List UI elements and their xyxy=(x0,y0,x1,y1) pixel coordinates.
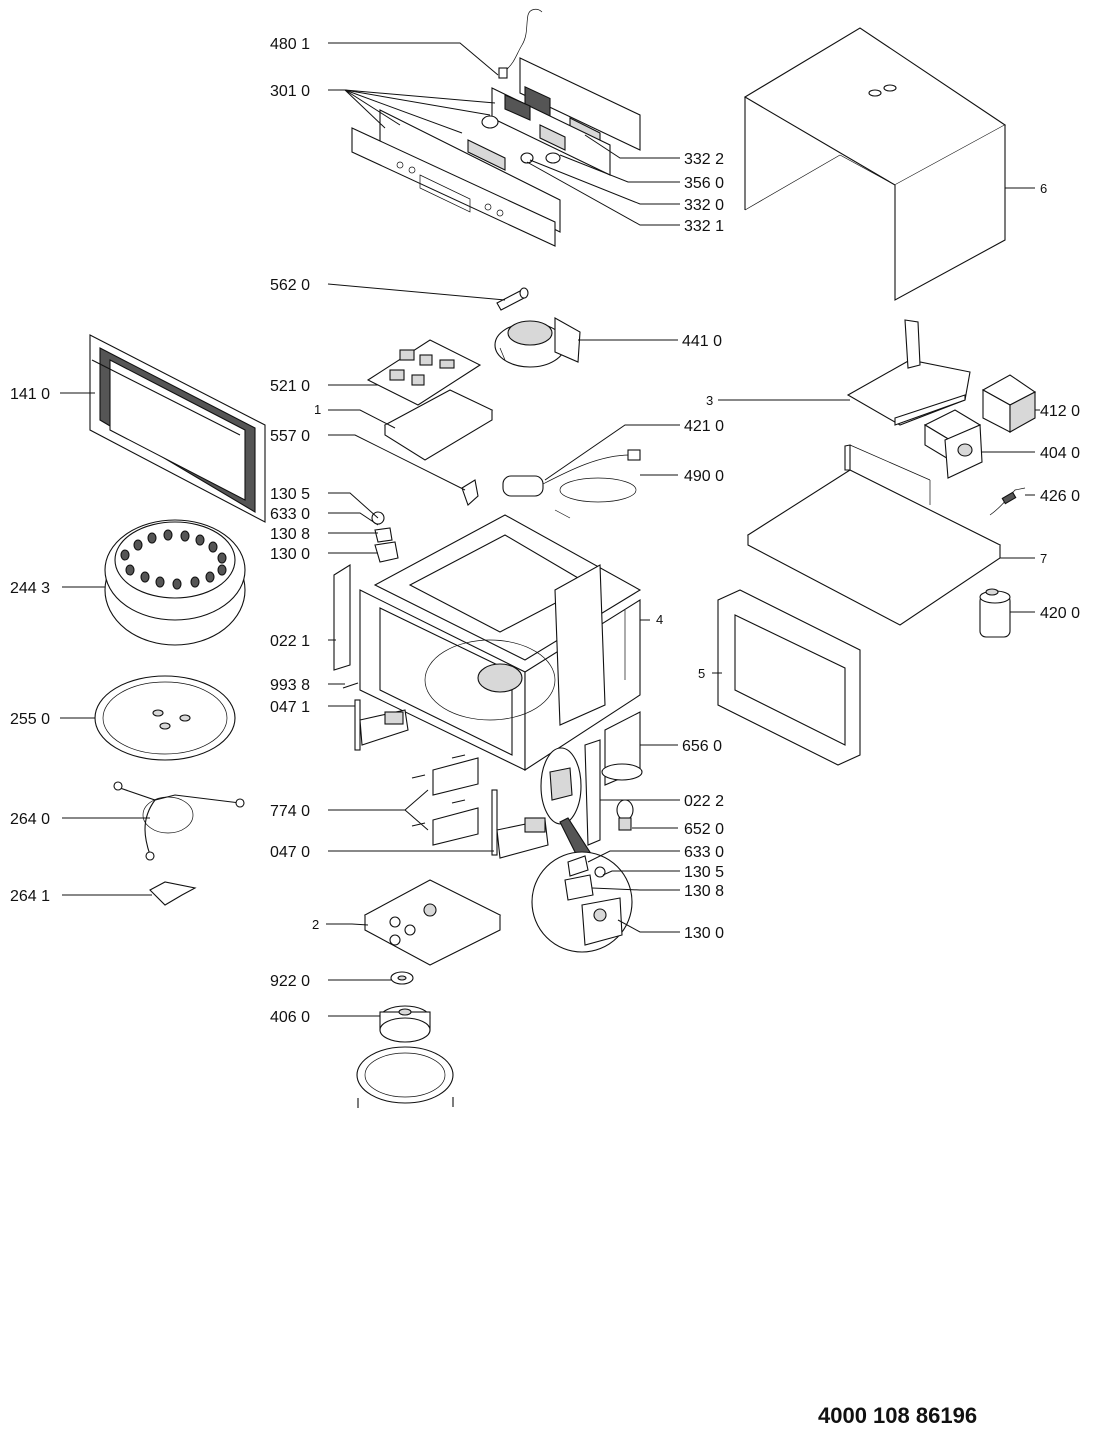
outer-cabinet-part xyxy=(743,27,1007,301)
control-panel-assembly-part xyxy=(351,57,641,247)
callout-426-0: 426 0 xyxy=(1040,488,1080,505)
callout-490-0: 490 0 xyxy=(684,468,724,485)
fuse-part xyxy=(496,287,529,311)
callout-332-1: 332 1 xyxy=(684,218,724,235)
callout-130-8-upper: 130 8 xyxy=(270,526,310,543)
callout-130-5-lower: 130 5 xyxy=(684,864,724,881)
lamp-part xyxy=(616,799,634,831)
callout-255-0: 255 0 xyxy=(10,711,50,728)
callout-412-0: 412 0 xyxy=(1040,403,1080,420)
right-trim-part xyxy=(584,739,601,846)
callout-264-0: 264 0 xyxy=(10,811,50,828)
callout-922-0: 922 0 xyxy=(270,973,310,990)
callout-301-0: 301 0 xyxy=(270,83,310,100)
power-cord-part xyxy=(502,449,641,519)
bottom-plate-part xyxy=(363,879,502,966)
callout-562-0: 562 0 xyxy=(270,277,310,294)
callout-264-1: 264 1 xyxy=(10,888,50,905)
transformer-part xyxy=(981,374,1037,433)
door-switch-group-upper xyxy=(371,511,399,563)
detail-circle-upper xyxy=(540,747,596,863)
door-seal-frame-part xyxy=(717,589,861,766)
hinge-cover-part xyxy=(411,754,479,846)
circuit-board-part xyxy=(366,339,482,406)
callout-3: 3 xyxy=(706,393,713,408)
callout-557-0: 557 0 xyxy=(270,428,310,445)
document-number: 4000 108 86196 xyxy=(818,1403,978,1428)
callout-130-0-lower: 130 0 xyxy=(684,925,724,942)
left-trim-part xyxy=(333,564,351,671)
glass-turntable-part xyxy=(94,675,236,761)
callout-5: 5 xyxy=(698,666,705,681)
callout-356-0: 356 0 xyxy=(684,175,724,192)
callout-4: 4 xyxy=(656,612,663,627)
callout-420-0: 420 0 xyxy=(1040,605,1080,622)
callout-480-1: 480 1 xyxy=(270,36,310,53)
magnetron-part xyxy=(923,409,983,479)
callout-633-0-lower: 633 0 xyxy=(684,844,724,861)
callout-labels: 480 1 301 0 332 2 356 0 332 0 332 1 562 … xyxy=(10,36,1080,1026)
board-holder-part xyxy=(383,389,494,461)
callout-1: 1 xyxy=(314,402,321,417)
mounting-ring-part xyxy=(356,1046,454,1108)
callout-022-2: 022 2 xyxy=(684,793,724,810)
crisp-plate-part xyxy=(104,519,246,646)
hinge-upper-part xyxy=(354,699,409,751)
callout-141-0: 141 0 xyxy=(10,386,50,403)
callout-656-0: 656 0 xyxy=(682,738,722,755)
capacitor-part xyxy=(979,588,1011,638)
coupler-part xyxy=(149,881,197,906)
air-duct-part xyxy=(846,319,971,426)
oven-cavity-part xyxy=(359,514,642,772)
base-plate-part xyxy=(746,444,1002,626)
callout-774-0: 774 0 xyxy=(270,803,310,820)
screw-part xyxy=(342,682,359,689)
fan-motor-part xyxy=(494,317,581,368)
callout-441-0: 441 0 xyxy=(682,333,722,350)
callout-652-0: 652 0 xyxy=(684,821,724,838)
callout-047-1: 047 1 xyxy=(270,699,310,716)
oven-door-part xyxy=(89,334,266,523)
turntable-motor-part xyxy=(379,1005,431,1043)
callout-6: 6 xyxy=(1040,181,1047,196)
leader-lines xyxy=(60,42,1040,1017)
callout-130-0-upper: 130 0 xyxy=(270,546,310,563)
washer-part xyxy=(390,971,414,985)
clip-part xyxy=(461,479,479,506)
wire-harness-part xyxy=(498,8,543,79)
callout-521-0: 521 0 xyxy=(270,378,310,395)
hinge-lower-part xyxy=(491,789,549,859)
callout-7: 7 xyxy=(1040,551,1047,566)
callout-332-2: 332 2 xyxy=(684,151,724,168)
callout-406-0: 406 0 xyxy=(270,1009,310,1026)
callout-404-0: 404 0 xyxy=(1040,445,1080,462)
callout-130-5-upper: 130 5 xyxy=(270,486,310,503)
detail-circle-lower xyxy=(531,851,633,953)
callout-421-0: 421 0 xyxy=(684,418,724,435)
callout-633-0-upper: 633 0 xyxy=(270,506,310,523)
callout-022-1: 022 1 xyxy=(270,633,310,650)
callout-332-0: 332 0 xyxy=(684,197,724,214)
diode-part xyxy=(989,487,1026,516)
callout-993-8: 993 8 xyxy=(270,677,310,694)
callout-2: 2 xyxy=(312,917,319,932)
callout-130-8-lower: 130 8 xyxy=(684,883,724,900)
bracket-part xyxy=(601,711,643,786)
callout-244-3: 244 3 xyxy=(10,580,50,597)
callout-047-0: 047 0 xyxy=(270,844,310,861)
roller-support-part xyxy=(113,781,245,861)
